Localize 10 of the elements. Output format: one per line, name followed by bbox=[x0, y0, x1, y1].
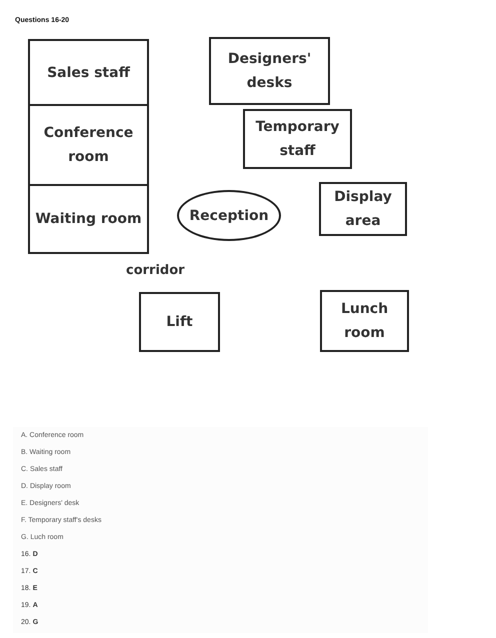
room-box: Waiting room bbox=[28, 185, 149, 254]
room-box: Sales staff bbox=[28, 39, 149, 106]
room-box: Temporary staff bbox=[243, 109, 352, 169]
room-box: Designers' desks bbox=[209, 37, 330, 105]
corridor-label: corridor bbox=[126, 263, 185, 278]
room-box: Display area bbox=[319, 182, 407, 236]
room-box: Lift bbox=[139, 292, 220, 352]
room-box: Lunch room bbox=[320, 290, 409, 352]
reception-oval: Reception bbox=[177, 190, 281, 241]
room-box: Conference room bbox=[28, 105, 149, 186]
